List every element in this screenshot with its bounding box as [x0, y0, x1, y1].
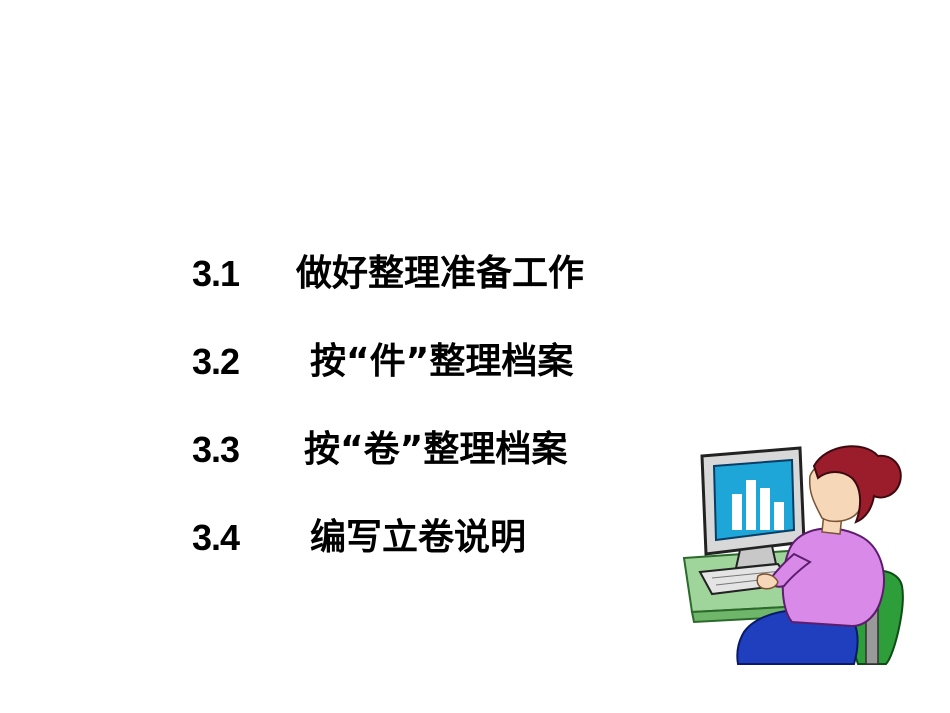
toc-item-title: 按“件”整理档案	[310, 341, 574, 382]
screen-bar-2	[746, 480, 756, 530]
toc-item-title: 按“卷”整理档案	[304, 429, 568, 470]
hand-shape	[756, 573, 779, 590]
toc-item-title: 做好整理准备工作	[296, 253, 585, 294]
screen-bar-4	[774, 502, 784, 530]
toc-item-3-4: 3.4 编写立卷说明	[192, 508, 584, 596]
hair-shape	[812, 445, 902, 524]
shirt-shape	[781, 527, 885, 628]
screen-bar-3	[760, 488, 770, 530]
toc-item-3-2: 3.2 按“件”整理档案	[192, 332, 584, 420]
toc-item-number: 3.3	[192, 429, 240, 470]
toc-item-3-1: 3.1 做好整理准备工作	[192, 244, 584, 332]
toc-item-3-3: 3.3 按“卷”整理档案	[192, 420, 584, 508]
woman-at-computer-icon	[682, 445, 904, 665]
screen-bar-1	[732, 494, 742, 530]
toc-item-number: 3.2	[192, 341, 240, 382]
table-of-contents: 3.1 做好整理准备工作 3.2 按“件”整理档案 3.3 按“卷”整理档案 3…	[192, 244, 584, 596]
toc-item-number: 3.1	[192, 253, 240, 294]
arm-shape	[766, 552, 812, 588]
toc-item-number: 3.4	[192, 517, 240, 558]
toc-item-title: 编写立卷说明	[310, 517, 527, 558]
